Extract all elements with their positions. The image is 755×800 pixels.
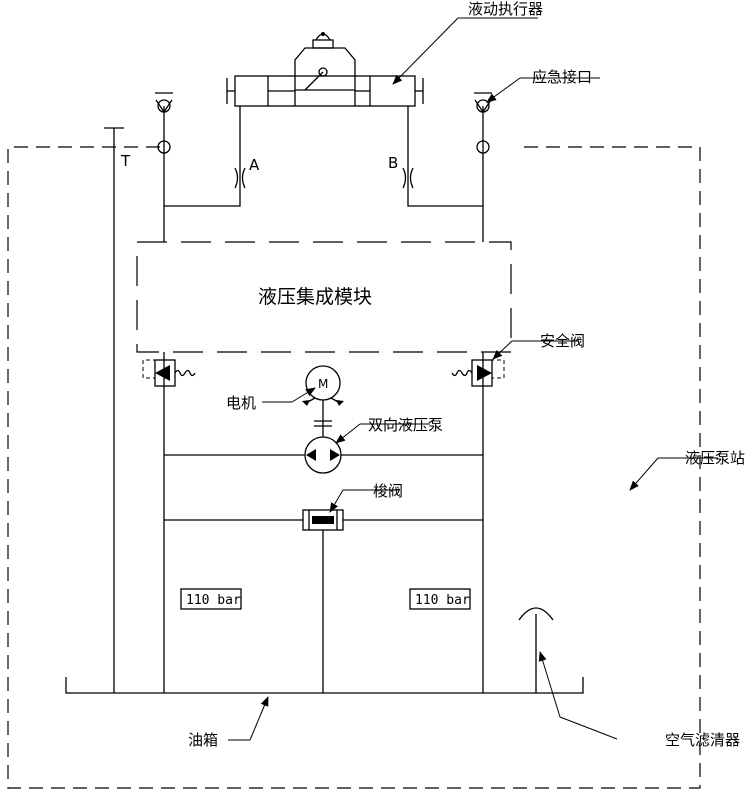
coupling-shaft [314, 400, 332, 437]
label-power-unit: 液压泵站 [685, 449, 745, 467]
label-actuator: 液动执行器 [468, 0, 543, 18]
pressure-right-text: 110 bar [415, 593, 470, 608]
hydraulic-manifold [136, 241, 512, 353]
label-shuttle-valve: 梭阀 [373, 482, 403, 500]
pump-station-boundary [7, 146, 701, 789]
line-a [164, 106, 246, 207]
safety-valve-right [451, 359, 505, 387]
pressure-tag-left: 110 bar [180, 588, 242, 610]
line-b [402, 106, 483, 207]
tank-return-line [104, 127, 124, 693]
label-safety-valve: 安全阀 [540, 332, 585, 350]
label-motor-symbol: M [318, 377, 328, 391]
safety-valve-left [142, 359, 196, 387]
label-port-b: B [388, 154, 398, 172]
bidirectional-pump [164, 436, 483, 474]
main-trunks [163, 106, 484, 693]
air-filter [518, 607, 554, 693]
shuttle-valve [164, 509, 483, 693]
label-pump: 双向液压泵 [368, 416, 443, 434]
label-manifold: 液压集成模块 [258, 286, 372, 308]
label-tank: 油箱 [188, 731, 218, 749]
label-emergency-port: 应急接口 [532, 68, 592, 86]
pressure-tag-right: 110 bar [409, 588, 471, 610]
oil-tank [65, 677, 584, 694]
label-port-a: A [249, 156, 260, 174]
hydraulic-actuator [226, 32, 424, 107]
leader-lines [228, 17, 718, 741]
pressure-left-text: 110 bar [186, 593, 241, 608]
label-port-t: T [120, 152, 131, 170]
label-air-filter: 空气滤清器 [665, 731, 740, 749]
label-motor: 电机 [226, 394, 256, 412]
